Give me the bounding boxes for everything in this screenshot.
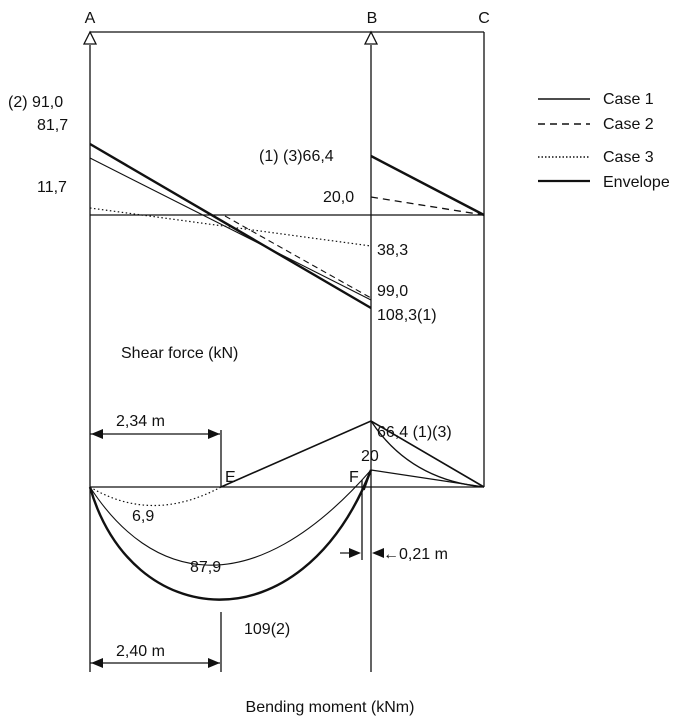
moment-label-b-peak: 66,4 (1)(3) xyxy=(377,424,452,441)
moment-rise-f xyxy=(363,469,372,491)
shear-case1-ab xyxy=(89,157,372,301)
shear-label-b-right-case2: 20,0 xyxy=(323,189,354,206)
shear-envelope-bc xyxy=(370,154,485,217)
dim-label-right: ←0,21 m xyxy=(383,546,448,563)
shear-label-b-left-case3: 38,3 xyxy=(377,242,408,259)
shear-label-case2-left: (2) 91,0 xyxy=(8,94,63,111)
dim-label-bottom: 2,40 m xyxy=(116,643,165,660)
legend-label-envelope: Envelope xyxy=(603,174,670,191)
support-c-label: C xyxy=(478,10,490,27)
support-a-icon xyxy=(82,30,98,45)
moment-case1-sagging xyxy=(89,469,372,566)
arrow-left-icon xyxy=(372,548,384,558)
shear-label-b-right-top: (1) (3)66,4 xyxy=(259,148,334,165)
dim-label-top: 2,34 m xyxy=(116,413,165,430)
dim-bottom-arrow-left-icon xyxy=(91,658,103,668)
support-b-label: B xyxy=(367,10,378,27)
support-a-label: A xyxy=(85,10,96,27)
shear-case3-ab xyxy=(89,207,372,247)
shear-envelope-ab xyxy=(89,142,372,310)
moment-case2-sagging xyxy=(88,469,373,601)
legend-label-case3: Case 3 xyxy=(603,149,654,166)
shear-caption: Shear force (kN) xyxy=(121,345,238,362)
shear-force-diagram: (2) 91,0 81,7 11,7 (1) (3)66,4 20,0 38,3… xyxy=(8,94,485,362)
shear-label-b-left-case2: 99,0 xyxy=(377,283,408,300)
legend: Case 1 Case 2 Case 3 Envelope xyxy=(538,91,670,191)
dim-top-arrow-right-icon xyxy=(208,429,220,439)
legend-label-case2: Case 2 xyxy=(603,116,654,133)
moment-point-e: E xyxy=(225,469,236,486)
moment-point-f: F xyxy=(349,469,359,486)
shear-label-case3-left: 11,7 xyxy=(37,179,67,196)
shear-case2-ab xyxy=(224,215,372,299)
shear-label-b-left-case1: 108,3(1) xyxy=(377,307,437,324)
moment-case2-bc xyxy=(370,469,485,488)
dim-top-arrow-left-icon xyxy=(91,429,103,439)
moment-case3-sagging xyxy=(89,486,222,507)
dim-bottom-arrow-right-icon xyxy=(208,658,220,668)
bending-moment-diagram: ←0,21 m 2,34 m 2,40 m E F 66,4 (1)(3) 20… xyxy=(88,413,485,716)
moment-label-case3-min: 6,9 xyxy=(132,508,154,525)
arrow-right-icon xyxy=(349,548,361,558)
moment-label-b-case2: 20 xyxy=(361,448,379,465)
support-b-icon xyxy=(363,30,379,45)
moment-label-case1-min: 87,9 xyxy=(190,559,221,576)
shear-label-case1-left: 81,7 xyxy=(37,117,68,134)
moment-label-case2-min: 109(2) xyxy=(244,621,290,638)
moment-caption: Bending moment (kNm) xyxy=(246,699,415,716)
legend-label-case1: Case 1 xyxy=(603,91,654,108)
